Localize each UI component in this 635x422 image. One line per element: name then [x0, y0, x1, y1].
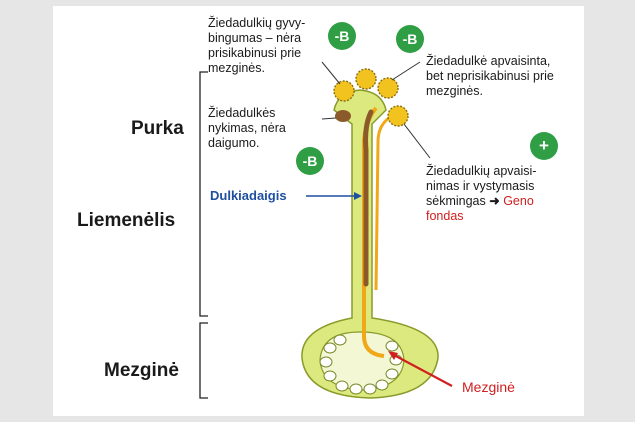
- mezgine-arrow: [388, 351, 453, 387]
- label-liemenelis: Liemenėlis: [77, 210, 176, 231]
- pollen-tube-2: [374, 114, 393, 291]
- pollen-grains: [333, 68, 409, 127]
- gene-pool-word-2: fondas: [426, 209, 464, 223]
- left-brackets: [199, 71, 208, 399]
- pistil-shape: [301, 89, 439, 399]
- decayed-pollen: [335, 110, 351, 122]
- dulkiadaigis-arrow: [306, 192, 362, 200]
- badge-minus-b: -B: [328, 22, 356, 50]
- pollen-grain: [377, 77, 399, 99]
- arrow-glyph: ➜: [489, 194, 500, 208]
- note-success: Žiedadulkių apvaisi- nimas ir vystymasis…: [426, 164, 537, 223]
- brown-tube: [363, 109, 374, 287]
- badge-minus-b: -B: [296, 147, 324, 175]
- pointer-lines: [321, 61, 431, 159]
- label-purka: Purka: [131, 118, 184, 139]
- pollen-grain: [387, 105, 409, 127]
- pollen-grain: [333, 80, 355, 102]
- label-mezgine-right: Mezginė: [462, 379, 515, 395]
- gene-pool-word-1: Geno: [503, 194, 534, 208]
- badge-minus-b: -B: [396, 25, 424, 53]
- note-viability: Žiedadulkių gyvy- bingumas – nėra prisik…: [208, 16, 306, 75]
- label-dulkiadaigis: Dulkiadaigis: [210, 188, 287, 203]
- pistil: [301, 89, 439, 399]
- note-decay: Žiedadulkės nykimas, nėra daigumo.: [208, 106, 286, 150]
- note-pollinated: Žiedadulkė apvaisinta, bet neprisikabinu…: [426, 54, 554, 98]
- badge-plus: +: [530, 132, 558, 160]
- label-mezgine: Mezginė: [104, 360, 179, 381]
- pollen-grain: [355, 68, 377, 90]
